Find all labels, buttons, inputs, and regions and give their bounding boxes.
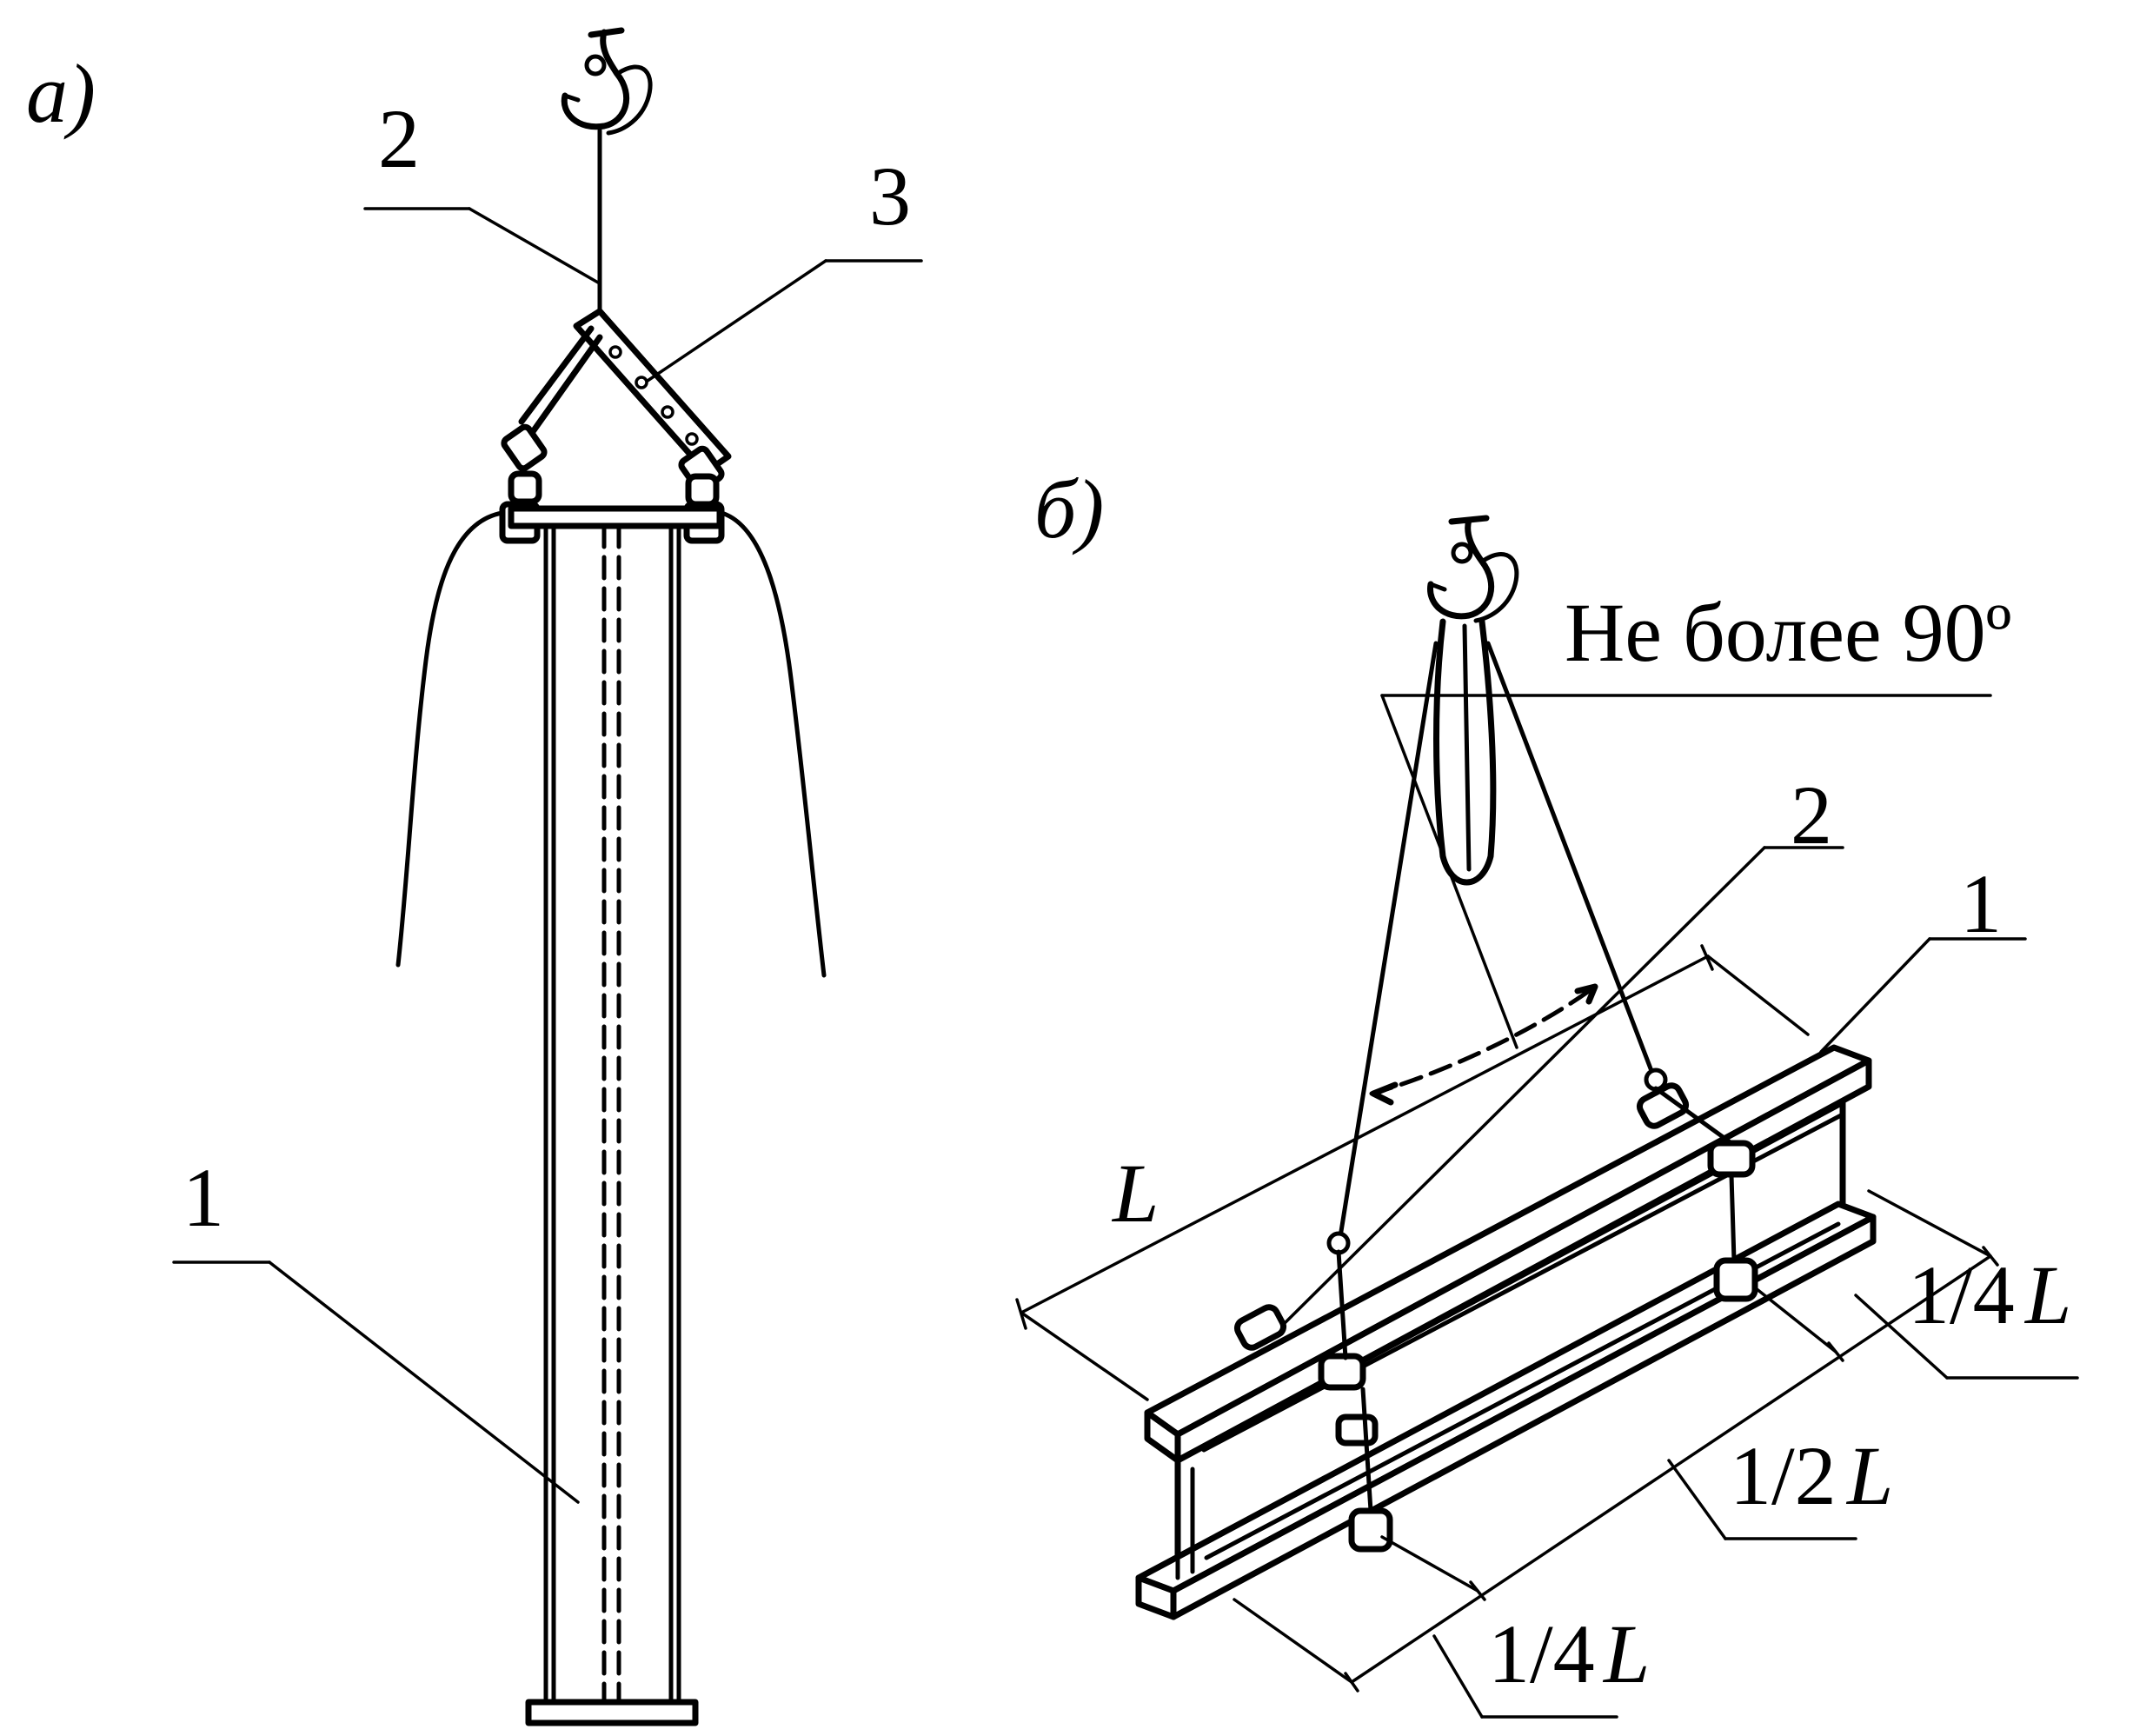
leader-1-a xyxy=(268,1260,580,1504)
crane-hook-icon-a xyxy=(561,27,653,136)
svg-text:1/4: 1/4 xyxy=(1908,1248,2015,1341)
left-sling-a xyxy=(518,325,603,436)
svg-text:1/4: 1/4 xyxy=(1488,1607,1595,1700)
callout-2-a: 2 xyxy=(378,92,420,185)
dim-label-half: 1/2 L xyxy=(1667,1429,1893,1540)
callout-1-a: 1 xyxy=(183,1151,224,1244)
angle-note-leader xyxy=(1380,694,1518,1049)
leader-3-a xyxy=(646,259,827,382)
sling-loop-center-b xyxy=(1462,623,1472,872)
svg-text:1/2: 1/2 xyxy=(1730,1429,1837,1522)
column xyxy=(525,523,699,1726)
svg-text:L: L xyxy=(2023,1248,2071,1341)
sling-leg-right-b xyxy=(1485,641,1658,1085)
left-guy-rope xyxy=(395,510,505,968)
callout-1-b: 1 xyxy=(1960,857,2002,950)
dim-label-L: L xyxy=(1111,1147,1159,1240)
crane-hook-icon-b xyxy=(1427,515,1519,623)
dim-chain-line xyxy=(1350,1254,1992,1684)
callout-3-a: 3 xyxy=(869,150,911,243)
column-base-plate xyxy=(525,1699,699,1726)
sling-loop-b xyxy=(1433,618,1497,886)
angle-note: Не более 90º xyxy=(1565,586,2011,679)
sling-leg-left-b xyxy=(1336,641,1439,1250)
dim-label-quarter-top: 1/4 L xyxy=(1854,1248,2079,1380)
figure-a: а) xyxy=(26,27,923,1726)
figure-b: б) L Не более 90º 2 xyxy=(1015,462,2079,1719)
leader-1-b xyxy=(1819,937,1931,1054)
right-guy-rope xyxy=(719,510,827,978)
dim-label-quarter-bottom: 1/4 L xyxy=(1432,1607,1650,1719)
traverse-beam xyxy=(573,308,732,476)
svg-text:L: L xyxy=(1845,1429,1893,1522)
right-shackle-a xyxy=(678,445,725,544)
leader-2-b xyxy=(1276,846,1766,1332)
column-cap-plate xyxy=(508,505,723,529)
panel-label-b: б) xyxy=(1034,462,1104,555)
callout-2-b: 2 xyxy=(1791,768,1832,861)
panel-label-a: а) xyxy=(26,47,96,140)
dim-chain xyxy=(1233,1189,1999,1693)
angle-arc xyxy=(1369,984,1598,1096)
clamps-b xyxy=(1233,1082,1758,1553)
leader-2-a xyxy=(468,207,600,284)
svg-text:L: L xyxy=(1602,1607,1650,1700)
